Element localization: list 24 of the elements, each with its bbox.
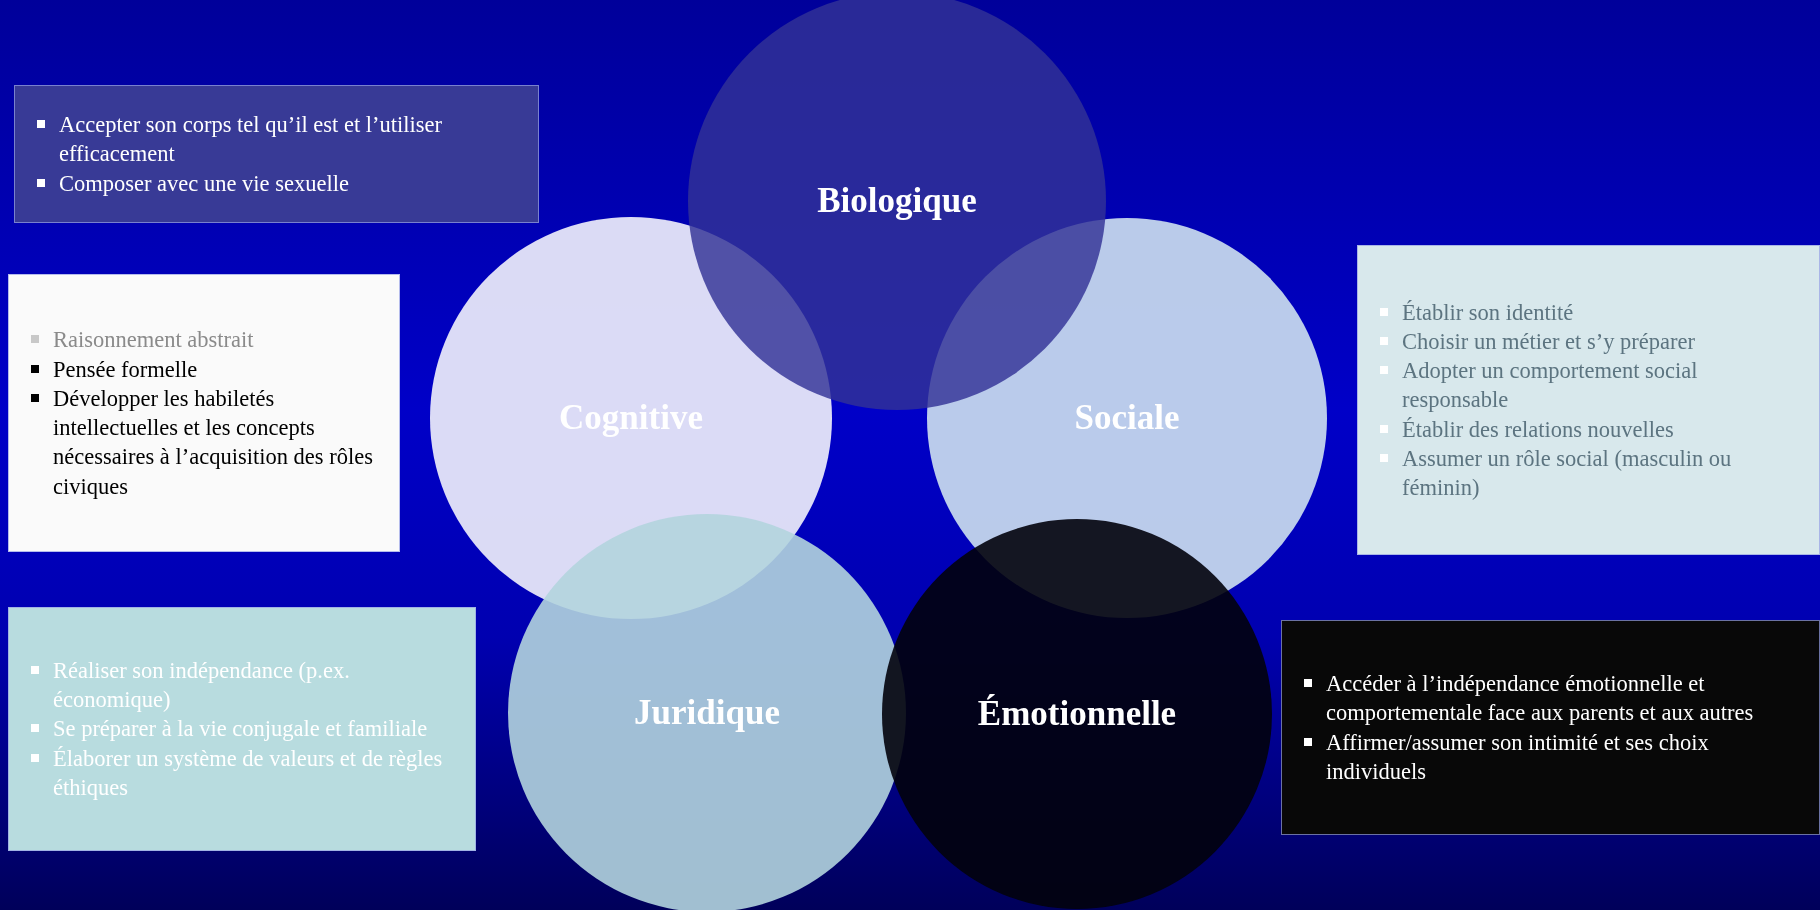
bullet-item: Élaborer un système de valeurs et de règles éthiques [53,744,444,802]
bullet-item: Assumer un rôle social (masculin ou féminin) [1402,444,1733,503]
text-panel [8,274,400,552]
bullet-item: Pensée formelle [53,355,198,384]
bullet-item: Accepter son corps tel qu’il est et l’utiliser efficacement [59,111,443,169]
circle-label: Sociale [1074,398,1180,438]
bullet-item: Se préparer à la vie conjugale et familiale [53,715,428,744]
text-panel [1357,245,1820,555]
circle-label: Biologique [817,181,977,221]
text-panel [14,85,539,223]
bullet-item: Adopter un comportement social responsable [1402,357,1699,415]
bullet-item: Établir des relations nouvelles [1402,415,1674,444]
bullet-item: Accéder à l’indépendance émotionnelle et comportementale face aux parents et aux autres [1326,670,1755,728]
bullet-item: Réaliser son indépendance (p.ex. économique) [53,656,351,715]
text-panel [8,607,476,851]
circle-label: Émotionnelle [977,694,1177,734]
bullet-item: Choisir un métier et s’y préparer [1402,327,1696,356]
circle-label: Juridique [634,693,780,733]
bullet-item: Affirmer/assumer son intimité et ses choix individuels [1326,728,1710,786]
bullet-item: Développer les habiletés intellectuelles et les concepts nécessaires à l’acquisition des rôles civiques [53,384,374,501]
bullet-item: Établir son identité [1402,298,1574,327]
bullet-item: Raisonnement abstrait [53,326,254,355]
bullet-item: Composer avec une vie sexuelle [59,169,349,198]
text-panel [1281,620,1820,835]
